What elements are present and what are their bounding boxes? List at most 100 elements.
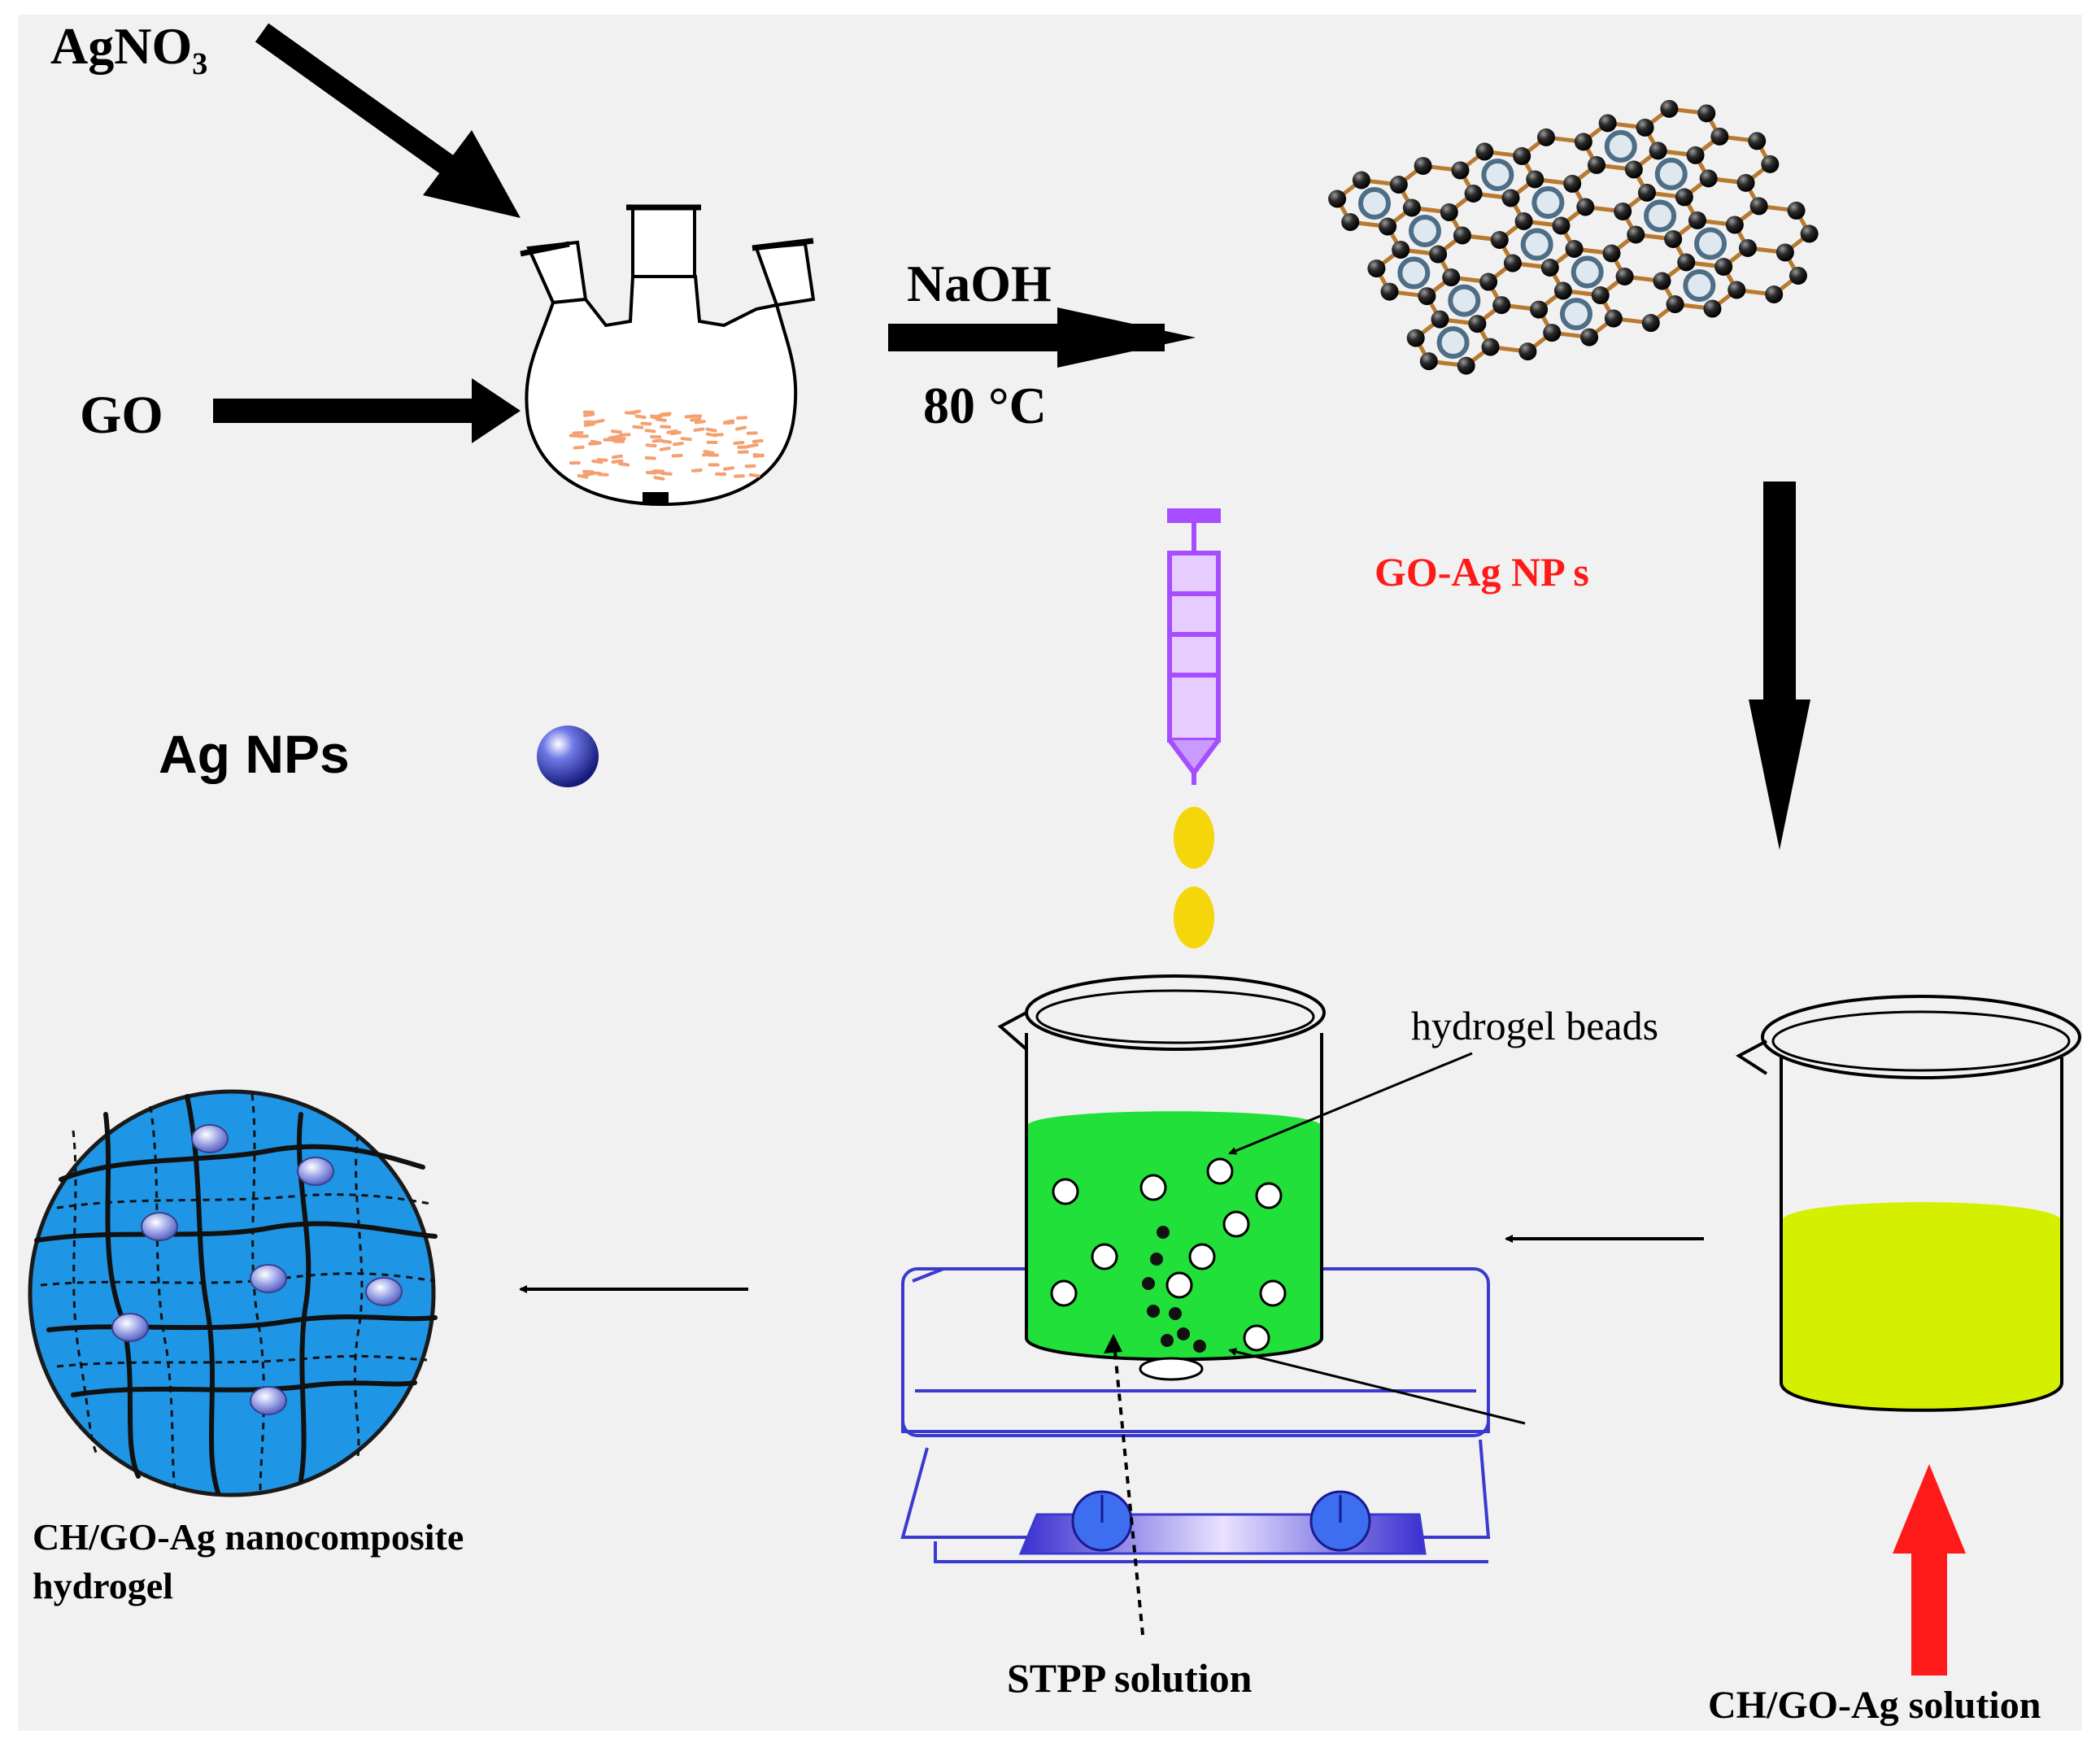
ag-np-site <box>1697 229 1724 257</box>
flask-particle <box>682 438 691 439</box>
carbon-atom <box>1440 203 1458 221</box>
carbon-atom <box>1468 315 1486 333</box>
carbon-atom <box>1442 268 1460 286</box>
product-label-line2: hydrogel <box>33 1565 173 1606</box>
ag-nanoparticle <box>366 1278 402 1305</box>
carbon-atom <box>1750 197 1768 215</box>
carbon-atom <box>1453 227 1471 245</box>
carbon-atom <box>1688 211 1706 229</box>
carbon-atom <box>1515 212 1533 230</box>
carbon-atom <box>1761 155 1779 173</box>
go-label: GO <box>80 386 163 445</box>
carbon-atom <box>1431 311 1449 329</box>
carbon-atom <box>1710 128 1728 146</box>
ag-np-sphere-icon <box>537 726 599 787</box>
carbon-atom <box>1588 156 1605 174</box>
carbon-atom <box>1403 198 1421 216</box>
ag-np-site <box>1607 133 1635 160</box>
black-particle <box>1147 1305 1160 1318</box>
hydrogel-bead <box>1167 1273 1192 1297</box>
carbon-atom <box>1788 202 1806 220</box>
stpp-solution-label: STPP solution <box>1007 1655 1253 1701</box>
carbon-atom <box>1481 338 1499 356</box>
carbon-atom <box>1664 230 1682 248</box>
flask-particle <box>693 470 701 471</box>
carbon-atom <box>1554 282 1572 300</box>
carbon-atom <box>1580 329 1598 346</box>
carbon-atom <box>1552 216 1570 234</box>
carbon-atom <box>1576 198 1594 216</box>
carbon-atom <box>1390 176 1408 194</box>
carbon-atom <box>1660 100 1678 118</box>
carbon-atom <box>1407 329 1425 347</box>
droplet-1 <box>1174 807 1214 869</box>
flask-particle <box>647 445 656 446</box>
carbon-atom <box>1714 258 1732 276</box>
flask-particle <box>575 447 583 448</box>
carbon-atom <box>1541 259 1559 277</box>
carbon-atom <box>1530 301 1548 319</box>
carbon-atom <box>1666 295 1684 313</box>
carbon-atom <box>1465 185 1483 203</box>
carbon-atom <box>1748 132 1766 150</box>
carbon-atom <box>1675 188 1693 206</box>
hydrogel-bead <box>1224 1212 1248 1236</box>
ag-np-site <box>1523 231 1551 259</box>
flask-particle <box>704 454 712 455</box>
carbon-atom <box>1776 243 1794 261</box>
flask-particle <box>737 428 745 429</box>
ag-nanoparticle <box>112 1314 148 1341</box>
hydrogel-bead <box>1141 1175 1165 1200</box>
flask-particle <box>585 415 593 416</box>
carbon-atom <box>1518 342 1536 360</box>
syringe-icon <box>1170 511 1218 785</box>
carbon-atom <box>1414 157 1432 175</box>
carbon-atom <box>1479 273 1497 291</box>
carbon-atom <box>1379 218 1396 236</box>
carbon-atom <box>1602 244 1620 262</box>
ag-nanoparticle <box>142 1213 177 1240</box>
flask-particle <box>661 427 669 428</box>
flask-particle <box>755 455 763 456</box>
flask-particle <box>611 436 619 438</box>
carbon-atom <box>1566 240 1584 258</box>
ag-nanoparticle <box>251 1387 286 1414</box>
flask-particle <box>612 431 621 432</box>
flask-particle <box>751 475 759 476</box>
ag-np-site <box>1658 160 1685 188</box>
ch-go-ag-solution-label: CH/GO-Ag solution <box>1708 1684 2041 1727</box>
flask-particle <box>651 416 660 417</box>
flask-particle <box>655 477 663 479</box>
flask-particle <box>674 443 682 444</box>
ag-np-site <box>1411 217 1439 245</box>
stir-bar <box>1140 1358 1202 1379</box>
ag-np-site <box>1562 300 1590 328</box>
flask-particle <box>661 448 669 450</box>
flask-particle <box>593 461 601 462</box>
carbon-atom <box>1563 175 1581 193</box>
carbon-atom <box>1457 357 1475 375</box>
carbon-atom <box>1727 281 1745 299</box>
ag-nps-legend-label: Ag NPs <box>159 724 350 784</box>
carbon-atom <box>1703 300 1721 318</box>
carbon-atom <box>1739 239 1757 257</box>
black-particle <box>1193 1340 1206 1353</box>
black-particle <box>1142 1277 1155 1290</box>
flask-particle <box>631 412 639 413</box>
flask-icon <box>521 207 813 505</box>
carbon-atom <box>1627 225 1645 243</box>
carbon-atom <box>1614 203 1632 220</box>
hydrogel-bead <box>1257 1183 1281 1208</box>
carbon-atom <box>1737 174 1755 192</box>
flask-particle <box>708 434 716 436</box>
carbon-atom <box>1341 213 1359 231</box>
ag-nanoparticle <box>251 1265 286 1292</box>
carbon-atom <box>1789 267 1807 285</box>
flask-particle <box>613 456 621 457</box>
carbon-atom <box>1687 146 1705 164</box>
droplet-2 <box>1174 887 1214 948</box>
carbon-atom <box>1418 287 1436 305</box>
flask-particle <box>613 461 621 462</box>
ag-np-site <box>1685 272 1713 299</box>
